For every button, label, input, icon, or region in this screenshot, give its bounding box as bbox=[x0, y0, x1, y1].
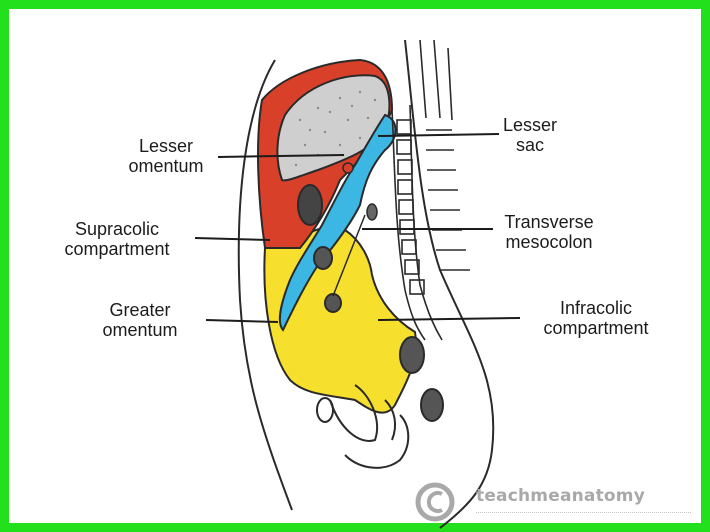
portal-structure bbox=[343, 163, 353, 173]
label-infracolic: Infracolic compartment bbox=[522, 298, 670, 338]
label-supracolic: Supracolic compartment bbox=[46, 219, 188, 259]
label-lesser-sac: Lesser sac bbox=[500, 115, 560, 155]
label-greater-omentum: Greater omentum bbox=[88, 300, 192, 340]
vertebral-column bbox=[392, 40, 470, 340]
copyright-icon bbox=[418, 485, 452, 519]
duodenum bbox=[367, 204, 377, 220]
watermark-text: teachmeanatomy bbox=[476, 486, 645, 506]
watermark-subline bbox=[476, 512, 691, 516]
leader-lesser-sac bbox=[378, 134, 499, 136]
leader-supracolic bbox=[195, 238, 270, 240]
body-outline-back bbox=[405, 40, 493, 528]
stomach-cross-section bbox=[298, 185, 322, 225]
label-transverse-mesocolon: Transverse mesocolon bbox=[492, 212, 606, 252]
label-lesser-omentum: Lesser omentum bbox=[115, 136, 217, 176]
small-bowel-loop bbox=[325, 294, 341, 312]
transverse-colon bbox=[314, 247, 332, 269]
leader-infracolic bbox=[378, 318, 520, 320]
leader-greater-omentum bbox=[206, 320, 278, 322]
